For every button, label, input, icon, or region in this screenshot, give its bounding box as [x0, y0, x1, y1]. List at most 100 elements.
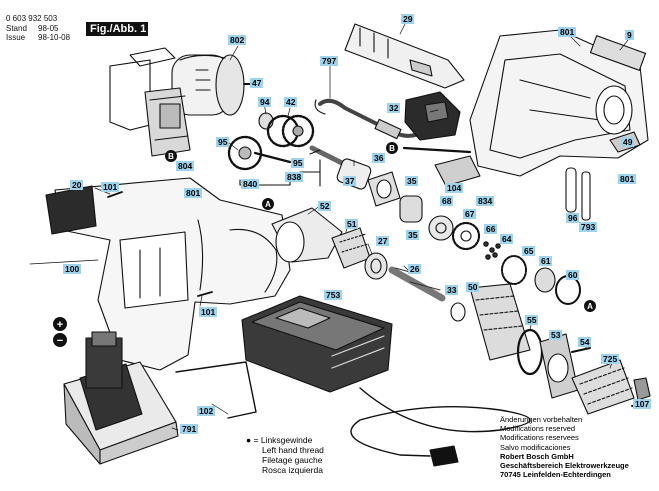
legend-line: = Linksgewinde	[253, 435, 313, 445]
part-label-801-c: 801	[184, 188, 203, 198]
wire-102-drawing	[175, 361, 257, 419]
part-label-94: 94	[258, 97, 272, 107]
svg-text:+: +	[57, 319, 63, 331]
part-label-104: 104	[445, 183, 464, 193]
battery-cover-drawing	[344, 23, 465, 89]
legend-line: Left hand thread	[262, 445, 324, 455]
screw-drawing	[107, 191, 213, 297]
part-label-33: 33	[445, 285, 459, 295]
housing-right-drawing	[469, 29, 649, 177]
marker-minus: −	[53, 333, 67, 347]
svg-text:A: A	[265, 200, 271, 209]
part-label-101-b: 101	[199, 307, 218, 317]
part-label-107: 107	[633, 399, 652, 409]
housing-left-drawing	[45, 177, 291, 371]
part-label-801: 801	[558, 27, 577, 37]
part-label-95: 95	[216, 137, 230, 147]
motor-drawing	[109, 47, 263, 131]
part-label-100: 100	[63, 264, 82, 274]
part-label-838: 838	[285, 172, 304, 182]
part-label-95-b: 95	[291, 158, 305, 168]
company-division: Geschäftsbereich Elektrowerkzeuge	[500, 461, 629, 471]
part-label-753: 753	[324, 290, 343, 300]
shaft-838-drawing	[299, 145, 372, 190]
marker-b-left: B	[165, 150, 177, 162]
svg-text:B: B	[168, 152, 174, 161]
part-label-801-b: 801	[618, 174, 637, 184]
switch-drawing	[144, 87, 191, 157]
part-label-36: 36	[372, 153, 386, 163]
part-label-52: 52	[318, 201, 332, 211]
part-label-20: 20	[70, 180, 84, 190]
gearbox-drawing	[271, 207, 388, 280]
part-label-840: 840	[241, 179, 260, 189]
switch-block-drawing	[404, 91, 461, 141]
company-address: 70745 Leinfelden-Echterdingen	[500, 470, 611, 480]
part-label-51: 51	[345, 219, 359, 229]
svg-text:B: B	[389, 144, 395, 153]
left-thread-bullet-icon: ●	[246, 435, 252, 445]
marker-a-right: A	[584, 300, 596, 312]
gear-drawing	[266, 114, 315, 148]
part-label-35: 35	[405, 176, 419, 186]
part-label-47: 47	[250, 78, 264, 88]
leader-lines	[29, 21, 629, 431]
part-label-9: 9	[625, 30, 634, 40]
clutch-drawing	[501, 255, 581, 305]
svg-text:−: −	[57, 335, 63, 347]
part-label-96: 96	[566, 213, 580, 223]
part-label-61: 61	[539, 256, 553, 266]
part-label-53: 53	[549, 330, 563, 340]
part-label-49: 49	[621, 137, 635, 147]
part-label-67: 67	[463, 209, 477, 219]
drive-spindle-drawing	[388, 266, 446, 302]
part-label-54: 54	[578, 337, 592, 347]
company-name: Robert Bosch GmbH	[500, 451, 574, 461]
doc-number: 0 603 932 503	[6, 14, 58, 23]
marker-a-left: A	[262, 198, 274, 210]
svg-text:A: A	[587, 302, 593, 311]
ring-36-drawing	[367, 171, 401, 207]
battery-pack-drawing	[63, 331, 179, 465]
legend: ● = Linksgewinde Left hand thread Fileta…	[246, 435, 324, 475]
clutch-housing-drawing	[450, 283, 531, 361]
marker-b-right: B	[386, 142, 398, 154]
part-label-55: 55	[525, 315, 539, 325]
contact-plate-drawing	[402, 146, 481, 187]
part-label-50: 50	[466, 282, 480, 292]
gear-shaft-drawing	[227, 135, 292, 186]
part-label-804: 804	[176, 161, 195, 171]
legend-line: Rosca izquierda	[262, 465, 323, 475]
part-label-834: 834	[476, 196, 495, 206]
part-label-35-b: 35	[406, 230, 420, 240]
part-label-26: 26	[408, 264, 422, 274]
cable-drawing	[350, 387, 531, 457]
footer-line: Modifications reservees	[500, 433, 579, 443]
issue-label: Issue	[6, 33, 26, 42]
part-label-27: 27	[376, 236, 390, 246]
part-label-64: 64	[500, 234, 514, 244]
part-label-793: 793	[579, 222, 598, 232]
part-label-791: 791	[180, 424, 199, 434]
marker-plus: +	[53, 317, 67, 331]
part-label-32: 32	[387, 103, 401, 113]
stand-label: Stand	[6, 24, 27, 33]
part-label-42: 42	[284, 97, 298, 107]
part-label-29: 29	[401, 14, 415, 24]
footer: Änderungen vorbehalten Modifications res…	[500, 415, 629, 479]
plug-drawing	[429, 445, 459, 467]
stand-value: 98-05	[38, 24, 59, 33]
part-label-65: 65	[522, 246, 536, 256]
figure-label: Fig./Abb. 1	[86, 22, 148, 36]
footer-line: Salvo modificaciones	[500, 442, 571, 452]
spindle-set-drawing	[399, 195, 501, 260]
part-label-802: 802	[228, 35, 247, 45]
part-label-725: 725	[601, 354, 620, 364]
footer-line: Änderungen vorbehalten	[500, 415, 583, 424]
part-label-68: 68	[440, 196, 454, 206]
charger-drawing	[241, 295, 393, 393]
footer-line: Modifications reserved	[500, 424, 576, 434]
part-label-60: 60	[566, 270, 580, 280]
